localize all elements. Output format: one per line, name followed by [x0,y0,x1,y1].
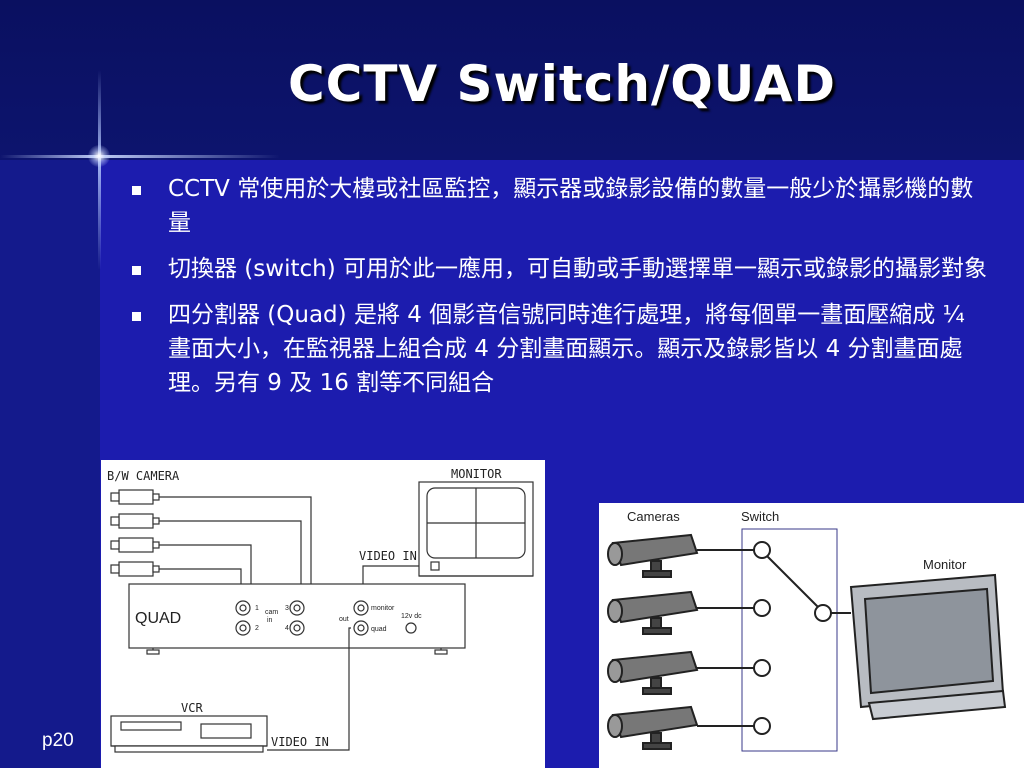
camera-icon [607,705,699,750]
port-3-label: 3 [285,605,289,612]
light-flare-horizontal [0,155,280,158]
cam-in-label-top: cam [265,609,278,616]
vcr-label: VCR [181,701,203,715]
switch-diagram-svg: Cameras Switch Monitor [607,509,1007,752]
port-1-label: 1 [255,605,259,612]
title-band [0,0,1024,160]
cam-in-label-bottom: in [267,617,273,624]
port-2-label: 2 [255,625,259,632]
quad-diagram-svg: B/W CAMERA MONITOR VIDEO IN VCR VIDEO IN… [107,467,534,753]
cameras-label: Cameras [627,509,680,524]
camera-icon [110,513,160,529]
camera-icon [607,590,699,635]
bullet-text-2: 切換器 (switch) 可用於此一應用，可自動或手動選擇單一顯示或錄影的攝影對… [168,256,987,282]
square-bullet-icon [132,266,141,275]
camera-icon [110,489,160,505]
monitor-port-label: monitor [371,605,395,612]
out-label: out [339,616,349,623]
monitor-icon [418,481,534,577]
bullet-item-2: 切換器 (switch) 可用於此一應用，可自動或手動選擇單一顯示或錄影的攝影對… [130,252,990,286]
quad-unit [128,583,466,649]
light-flare-vertical [98,70,101,270]
camera-icon [110,537,160,553]
switch-label: Switch [741,509,779,524]
camera-icon [607,650,699,695]
switch-diagram: Cameras Switch Monitor [599,503,1024,768]
light-flare-star-icon [88,145,110,167]
left-band [0,160,100,768]
monitor-label: Monitor [923,557,967,572]
square-bullet-icon [132,186,141,195]
camera-label: B/W CAMERA [107,469,180,483]
switch-lever [766,555,820,609]
square-bullet-icon [132,312,141,321]
camera-icon [110,561,160,577]
bullet-item-3: 四分割器 (Quad) 是將 4 個影音信號同時進行處理，將每個單一畫面壓縮成 … [130,298,990,400]
slide-title: CCTV Switch/QUAD [287,55,837,113]
port-4-label: 4 [285,625,289,632]
quad-label: QUAD [135,610,181,627]
page-number: p20 [42,730,74,751]
vcr-icon [110,715,268,753]
monitor-video-in-label: VIDEO IN [359,549,417,563]
camera-icon [607,533,699,578]
monitor-label: MONITOR [451,467,502,481]
bullet-item-1: CCTV 常使用於大樓或社區監控，顯示器或錄影設備的數量一般少於攝影機的數量 [130,172,990,240]
vcr-video-in-label: VIDEO IN [271,735,329,749]
bullet-text-3: 四分割器 (Quad) 是將 4 個影音信號同時進行處理，將每個單一畫面壓縮成 … [168,302,965,396]
power-label: 12v dc [401,613,422,620]
quad-wiring-diagram: B/W CAMERA MONITOR VIDEO IN VCR VIDEO IN… [101,460,545,768]
monitor-icon [849,573,1007,721]
bullet-list: CCTV 常使用於大樓或社區監控，顯示器或錄影設備的數量一般少於攝影機的數量 切… [130,172,990,412]
quad-port-label: quad [371,626,387,633]
bullet-text-1: CCTV 常使用於大樓或社區監控，顯示器或錄影設備的數量一般少於攝影機的數量 [168,176,974,236]
